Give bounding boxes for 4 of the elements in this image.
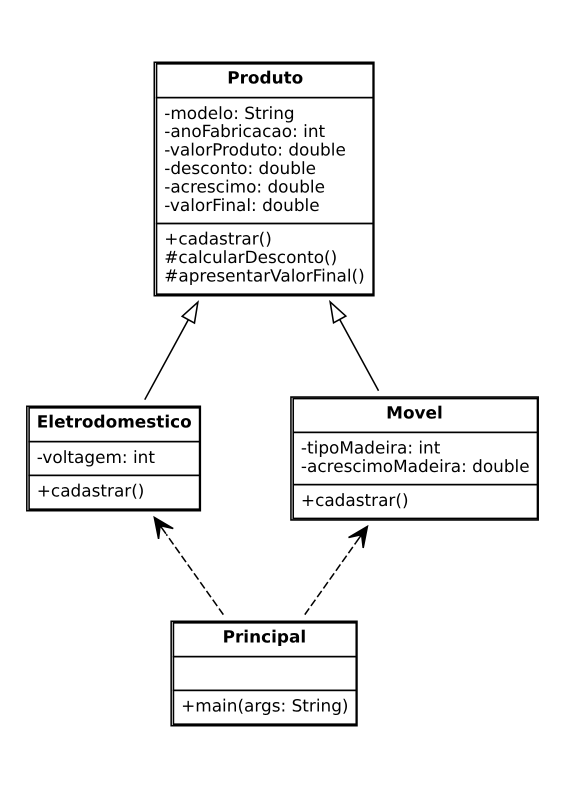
arrow bbox=[304, 525, 368, 615]
arrow bbox=[329, 299, 380, 391]
arrow bbox=[144, 300, 199, 400]
arrow bbox=[154, 516, 224, 615]
